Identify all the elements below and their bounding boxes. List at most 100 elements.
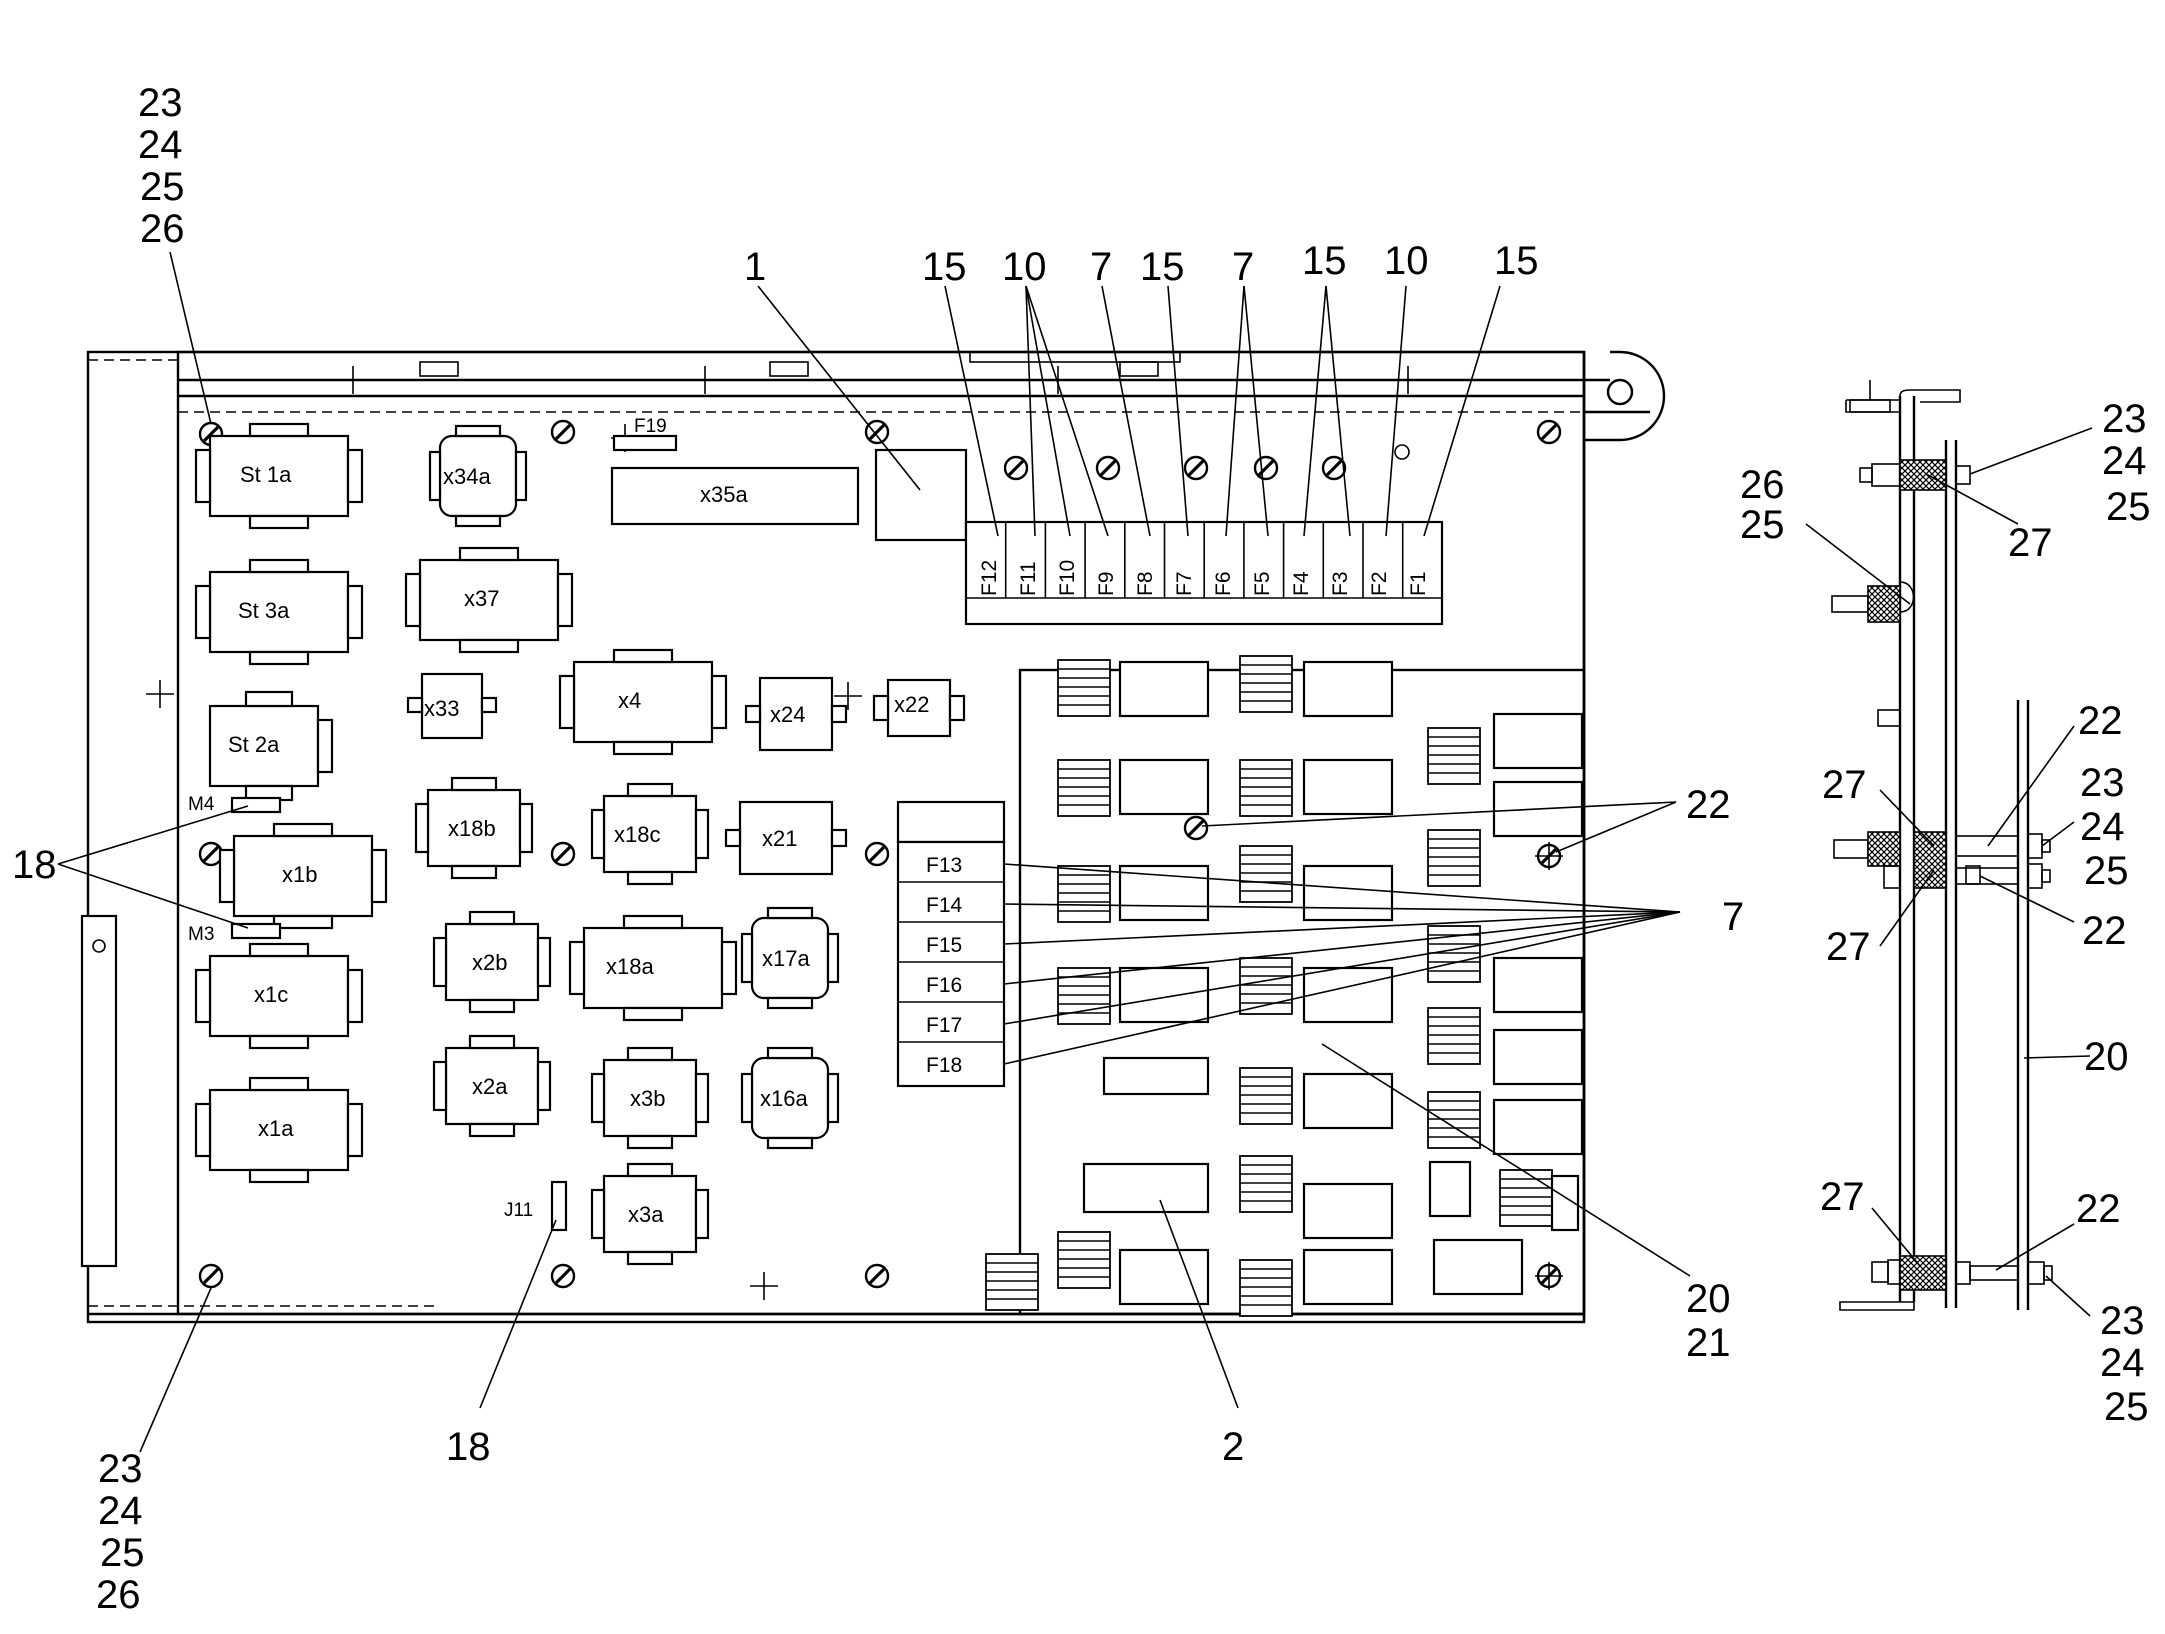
part-1-block bbox=[874, 448, 968, 542]
relay-board bbox=[985, 655, 1586, 1317]
connector-label: x3a bbox=[628, 1202, 664, 1227]
callout-25: 25 bbox=[1740, 503, 1785, 547]
fuse-block-top: F12 F11 F10 F9 F8 F7 F6 F5 F4 F3 F2 F1 bbox=[964, 444, 1444, 626]
screw-icon bbox=[198, 841, 224, 867]
connector-label: x16a bbox=[760, 1086, 808, 1111]
fuse-f14-label: F14 bbox=[926, 894, 963, 917]
connector-x2b: x2b bbox=[432, 910, 552, 1014]
screw-icon bbox=[550, 841, 576, 867]
fuse-f15-label: F15 bbox=[926, 934, 962, 957]
callout-24: 24 bbox=[2080, 805, 2125, 849]
connector-label: x4 bbox=[618, 688, 641, 713]
connector-label: x1a bbox=[258, 1116, 294, 1141]
callout-26: 26 bbox=[1740, 463, 1785, 507]
callout-25: 25 bbox=[2084, 849, 2129, 893]
fuse-f1-label: F1 bbox=[1407, 571, 1430, 596]
callout-27: 27 bbox=[2008, 521, 2053, 565]
fuse-f18-label: F18 bbox=[926, 1054, 962, 1077]
leader-lines bbox=[57, 251, 1691, 1453]
connector-label: x18a bbox=[606, 954, 654, 979]
connector-label: x2b bbox=[472, 950, 507, 975]
connector-label: x35a bbox=[700, 482, 748, 507]
callout-22: 22 bbox=[2082, 909, 2127, 953]
connector-x1c: x1c bbox=[194, 942, 364, 1050]
callout-24: 24 bbox=[98, 1489, 143, 1533]
callout-24: 24 bbox=[2100, 1341, 2145, 1385]
callout-22: 22 bbox=[2076, 1187, 2121, 1231]
side-rail bbox=[80, 914, 118, 1268]
connector-label: x34a bbox=[443, 464, 491, 489]
connector-x1a: x1a bbox=[194, 1076, 364, 1184]
fuse-f9-label: F9 bbox=[1095, 571, 1118, 596]
screw-icon bbox=[1536, 419, 1562, 445]
screw-icon bbox=[1183, 815, 1209, 841]
fuse-f17-label: F17 bbox=[926, 1014, 962, 1037]
connector-label: x3b bbox=[630, 1086, 665, 1111]
callout-15: 15 bbox=[1494, 239, 1539, 283]
fuse-f10-label: F10 bbox=[1056, 560, 1079, 596]
connector-st1a: St 1a bbox=[194, 422, 364, 530]
screw-icon bbox=[864, 1263, 890, 1289]
callout-27: 27 bbox=[1820, 1175, 1865, 1219]
connector-x16a: x16a bbox=[740, 1046, 840, 1150]
screw-icon bbox=[864, 841, 890, 867]
connector-x35a: x35a bbox=[610, 466, 860, 526]
callout-22: 22 bbox=[2078, 699, 2123, 743]
connector-x18a: x18a bbox=[568, 914, 738, 1022]
connector-x17a: x17a bbox=[740, 906, 840, 1010]
fuse-f19-label: F19 bbox=[634, 416, 667, 437]
fuse-f11-label: F11 bbox=[1017, 561, 1040, 596]
connector-x24: x24 bbox=[744, 676, 848, 752]
callout-27: 27 bbox=[1826, 925, 1871, 969]
callout-23: 23 bbox=[138, 81, 183, 125]
callout-20: 20 bbox=[1686, 1277, 1731, 1321]
fuse-f6-label: F6 bbox=[1212, 571, 1235, 596]
callout-10: 10 bbox=[1002, 245, 1047, 289]
connector-label: x1c bbox=[254, 982, 288, 1007]
callout-7: 7 bbox=[1722, 895, 1744, 939]
connector-label: x22 bbox=[894, 692, 929, 717]
connector-x37: x37 bbox=[404, 546, 574, 654]
fuse-f3-label: F3 bbox=[1329, 571, 1352, 596]
connector-label: St 1a bbox=[240, 462, 292, 487]
callout-27: 27 bbox=[1822, 763, 1867, 807]
callout-23: 23 bbox=[98, 1447, 143, 1491]
callout-26: 26 bbox=[140, 207, 185, 251]
connector-label: x24 bbox=[770, 702, 805, 727]
callout-25: 25 bbox=[2104, 1385, 2149, 1429]
connector-x22: x22 bbox=[872, 678, 966, 738]
callout-2: 2 bbox=[1222, 1425, 1244, 1469]
fuse-f5-label: F5 bbox=[1251, 571, 1274, 596]
fuse-f19: F19 bbox=[612, 416, 678, 452]
callout-15: 15 bbox=[1140, 245, 1185, 289]
connector-x1b: x1b bbox=[218, 822, 388, 930]
screw-icon bbox=[198, 1263, 224, 1289]
fuse-block-side: F13 F14 F15 F16 F17 F18 bbox=[896, 800, 1006, 1088]
m4-label: M4 bbox=[188, 794, 215, 815]
connector-label: x18c bbox=[614, 822, 660, 847]
connector-label: St 2a bbox=[228, 732, 280, 757]
connector-label: x21 bbox=[762, 826, 797, 851]
callout-26: 26 bbox=[96, 1573, 141, 1617]
side-view: 23 24 25 27 26 25 22 27 23 24 25 27 22 2… bbox=[1740, 380, 2151, 1429]
connector-label: x37 bbox=[464, 586, 499, 611]
callout-10: 10 bbox=[1384, 239, 1429, 283]
connector-label: x33 bbox=[424, 696, 459, 721]
part-m4: M4 bbox=[188, 794, 282, 815]
callout-23: 23 bbox=[2080, 761, 2125, 805]
main-board bbox=[80, 350, 1666, 1324]
connector-x3b: x3b bbox=[590, 1046, 710, 1150]
connector-label: x18b bbox=[448, 816, 496, 841]
callout-24: 24 bbox=[2102, 439, 2147, 483]
jumper-j11: J11 bbox=[504, 1180, 568, 1232]
fuse-f8-label: F8 bbox=[1134, 571, 1157, 596]
fuse-f4-label: F4 bbox=[1290, 571, 1313, 596]
callout-15: 15 bbox=[1302, 239, 1347, 283]
callout-1: 1 bbox=[744, 245, 766, 289]
callout-23: 23 bbox=[2102, 397, 2147, 441]
callouts-top-left: 23 24 25 26 bbox=[138, 81, 185, 251]
fuse-f13-label: F13 bbox=[926, 854, 962, 877]
hinge-tab bbox=[1584, 350, 1666, 442]
connector-x34a: x34a bbox=[428, 424, 528, 528]
